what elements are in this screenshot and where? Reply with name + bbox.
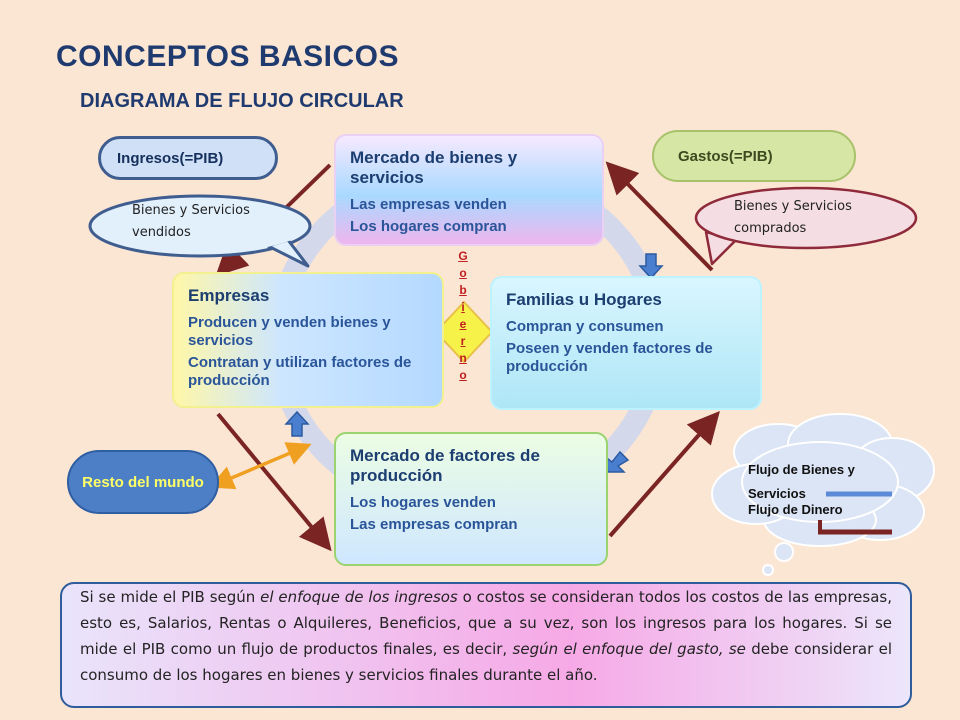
money-arrow-gastos <box>605 161 714 272</box>
mercado-bienes-line2: Los hogares compran <box>350 218 507 235</box>
note-part2: el enfoque de los ingresos <box>260 588 458 606</box>
gobierno-letter: i <box>461 300 465 314</box>
flow-arrow-blue-left <box>284 410 310 437</box>
note-part4: según el enfoque del gasto, se <box>512 640 746 658</box>
familias-title: Familias u Hogares <box>506 290 662 309</box>
ingresos-label: Ingresos(=PIB) <box>98 136 278 180</box>
note-part1: Si se mide el PIB según <box>80 588 261 606</box>
legend-flujo-bienes: Flujo de Bienes y Servicios <box>748 462 855 501</box>
note-part5: debe considerar el consumo de los hogare… <box>80 640 892 684</box>
mercado-bienes-box: Mercado de bienes y servicios Las empres… <box>334 134 604 246</box>
empresas-line1: Producen y venden bienes y servicios <box>188 314 391 349</box>
page-title: CONCEPTOS BASICOS <box>56 40 399 73</box>
familias-line1: Compran y consumen <box>506 318 664 335</box>
mercado-factores-title: Mercado de factores de producción <box>350 446 540 485</box>
page-subtitle: DIAGRAMA DE FLUJO CIRCULAR <box>80 90 404 112</box>
money-arrow-familias <box>608 410 720 538</box>
bubble-bienes-comprados <box>694 186 918 266</box>
gastos-label: Gastos(=PIB) <box>652 130 856 182</box>
gobierno-diamond <box>434 300 494 364</box>
mercado-factores-box: Mercado de factores de producción Los ho… <box>334 432 608 566</box>
mercado-factores-line2: Las empresas compran <box>350 516 518 533</box>
gobierno-label: G o b i e r n o <box>450 248 476 384</box>
bubble-bienes-vendidos <box>88 194 312 268</box>
familias-line2: Poseen y venden factores de producción <box>506 340 713 375</box>
familias-box: Familias u Hogares Compran y consumen Po… <box>490 276 762 410</box>
flow-arrow-blue-right <box>638 253 664 280</box>
gobierno-letter: e <box>459 317 467 331</box>
gobierno-letter: o <box>459 368 467 382</box>
legend-flujo-dinero: Flujo de Dinero <box>748 502 843 517</box>
empresas-title: Empresas <box>188 286 270 305</box>
mercado-bienes-title: Mercado de bienes y servicios <box>350 148 518 187</box>
resto-del-mundo: Resto del mundo <box>67 450 219 514</box>
mercado-bienes-line1: Las empresas venden <box>350 196 507 213</box>
bienes-comprados-text: Bienes y Servicios comprados <box>734 199 852 236</box>
note-part3: o costos se consideran todos los costos … <box>80 588 892 658</box>
mercado-factores-line1: Los hogares venden <box>350 494 496 511</box>
explanatory-note: Si se mide el PIB según el enfoque de lo… <box>60 582 912 708</box>
resto-mundo-arrow <box>209 442 312 490</box>
gobierno-letter: o <box>459 266 467 280</box>
empresas-box: Empresas Producen y venden bienes y serv… <box>172 272 444 408</box>
gobierno-letter: G <box>458 249 468 263</box>
gobierno-letter: n <box>459 351 467 365</box>
legend-cloud <box>711 413 935 576</box>
gobierno-letter: b <box>459 283 467 297</box>
empresas-line2: Contratan y utilizan factores de producc… <box>188 354 412 389</box>
bienes-vendidos-text: Bienes y Servicios vendidos <box>132 203 250 240</box>
gobierno-letter: r <box>460 334 466 348</box>
